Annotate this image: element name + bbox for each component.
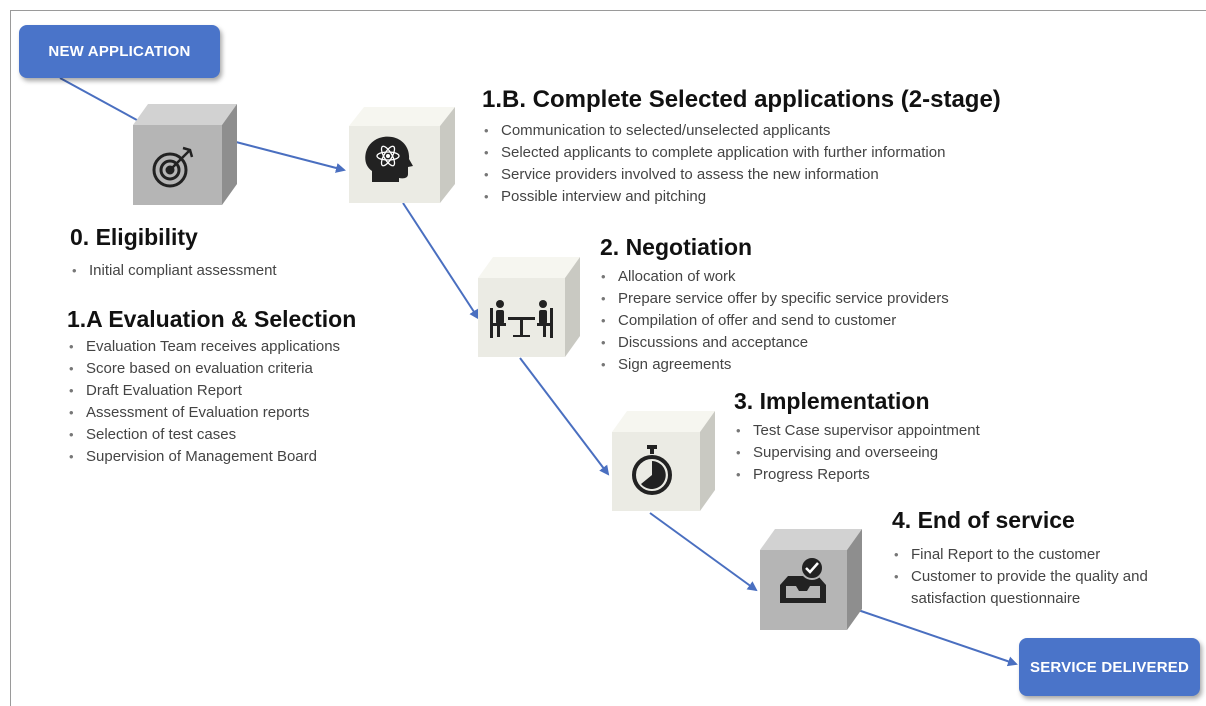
- list-item: Test Case supervisor appointment: [734, 420, 980, 442]
- frame-border-left: [10, 10, 11, 706]
- complete-title: 1.B. Complete Selected applications (2-s…: [482, 86, 1001, 113]
- connector-start-to-eligibility: [59, 77, 147, 126]
- evaluation-list: Evaluation Team receives applications Sc…: [67, 336, 340, 468]
- frame-border-top: [10, 10, 1206, 11]
- complete-cube: [349, 107, 455, 203]
- list-item: Customer to provide the quality and sati…: [892, 566, 1192, 610]
- list-item: Supervising and overseeing: [734, 442, 980, 464]
- new-application-badge: NEW APPLICATION: [19, 25, 220, 78]
- list-item: Selection of test cases: [67, 424, 340, 446]
- list-item: Supervision of Management Board: [67, 446, 340, 468]
- negotiation-title: 2. Negotiation: [600, 234, 753, 260]
- list-item: Initial compliant assessment: [70, 260, 277, 282]
- list-item: Prepare service offer by specific servic…: [599, 288, 949, 310]
- list-item: Possible interview and pitching: [482, 186, 945, 208]
- end-title: 4. End of service: [892, 507, 1075, 533]
- eligibility-list: Initial compliant assessment: [70, 260, 277, 282]
- list-item: Final Report to the customer: [892, 544, 1192, 566]
- complete-list: Communication to selected/unselected app…: [482, 120, 945, 208]
- list-item: Score based on evaluation criteria: [67, 358, 340, 380]
- stopwatch-icon: [632, 445, 672, 495]
- implementation-list: Test Case supervisor appointment Supervi…: [734, 420, 980, 486]
- service-delivered-badge: SERVICE DELIVERED: [1019, 638, 1200, 696]
- implementation-title: 3. Implementation: [734, 388, 930, 414]
- negotiation-list: Allocation of work Prepare service offer…: [599, 266, 949, 376]
- list-item: Evaluation Team receives applications: [67, 336, 340, 358]
- list-item: Discussions and acceptance: [599, 332, 949, 354]
- arrow-complete-to-negotiation: [402, 202, 480, 320]
- list-item: Allocation of work: [599, 266, 949, 288]
- meeting-icon: [490, 300, 553, 338]
- list-item: Sign agreements: [599, 354, 949, 376]
- arrow-negotiation-to-implementation: [519, 357, 610, 476]
- head-atom-icon: [365, 136, 413, 182]
- list-item: Assessment of Evaluation reports: [67, 402, 340, 424]
- eligibility-title: 0. Eligibility: [70, 224, 198, 250]
- target-icon: [152, 146, 194, 188]
- arrow-end-to-delivered: [857, 609, 1018, 667]
- list-item: Progress Reports: [734, 464, 980, 486]
- arrow-eligibility-to-complete: [235, 141, 346, 173]
- negotiation-cube: [478, 257, 580, 357]
- evaluation-title: 1.A Evaluation & Selection: [67, 306, 357, 332]
- arrow-implementation-to-end: [649, 512, 758, 592]
- list-item: Compilation of offer and send to custome…: [599, 310, 949, 332]
- list-item: Draft Evaluation Report: [67, 380, 340, 402]
- list-item: Selected applicants to complete applicat…: [482, 142, 945, 164]
- end-list: Final Report to the customer Customer to…: [892, 544, 1192, 610]
- list-item: Communication to selected/unselected app…: [482, 120, 945, 142]
- inbox-check-icon: [780, 556, 826, 603]
- list-item: Service providers involved to assess the…: [482, 164, 945, 186]
- implementation-cube: [612, 411, 715, 511]
